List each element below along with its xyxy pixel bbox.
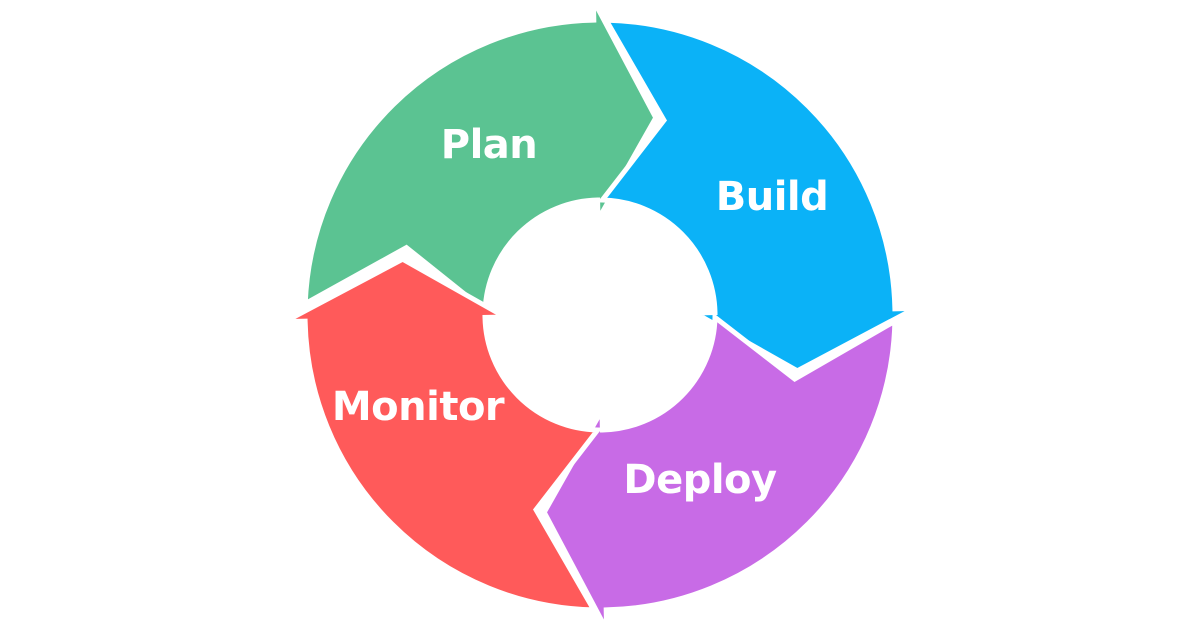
stage-label-monitor: Monitor <box>332 384 505 430</box>
arrow-segment-monitor <box>283 256 603 613</box>
cycle-labels: Plan Build Deploy Monitor <box>332 122 829 503</box>
arrow-segment-plan <box>302 0 659 316</box>
arrow-segment-deploy <box>541 312 898 630</box>
arrow-segment-build <box>597 17 917 374</box>
stage-label-deploy: Deploy <box>623 457 777 503</box>
cycle-arrows <box>283 0 917 630</box>
stage-label-plan: Plan <box>441 122 538 168</box>
stage-label-build: Build <box>716 174 829 220</box>
